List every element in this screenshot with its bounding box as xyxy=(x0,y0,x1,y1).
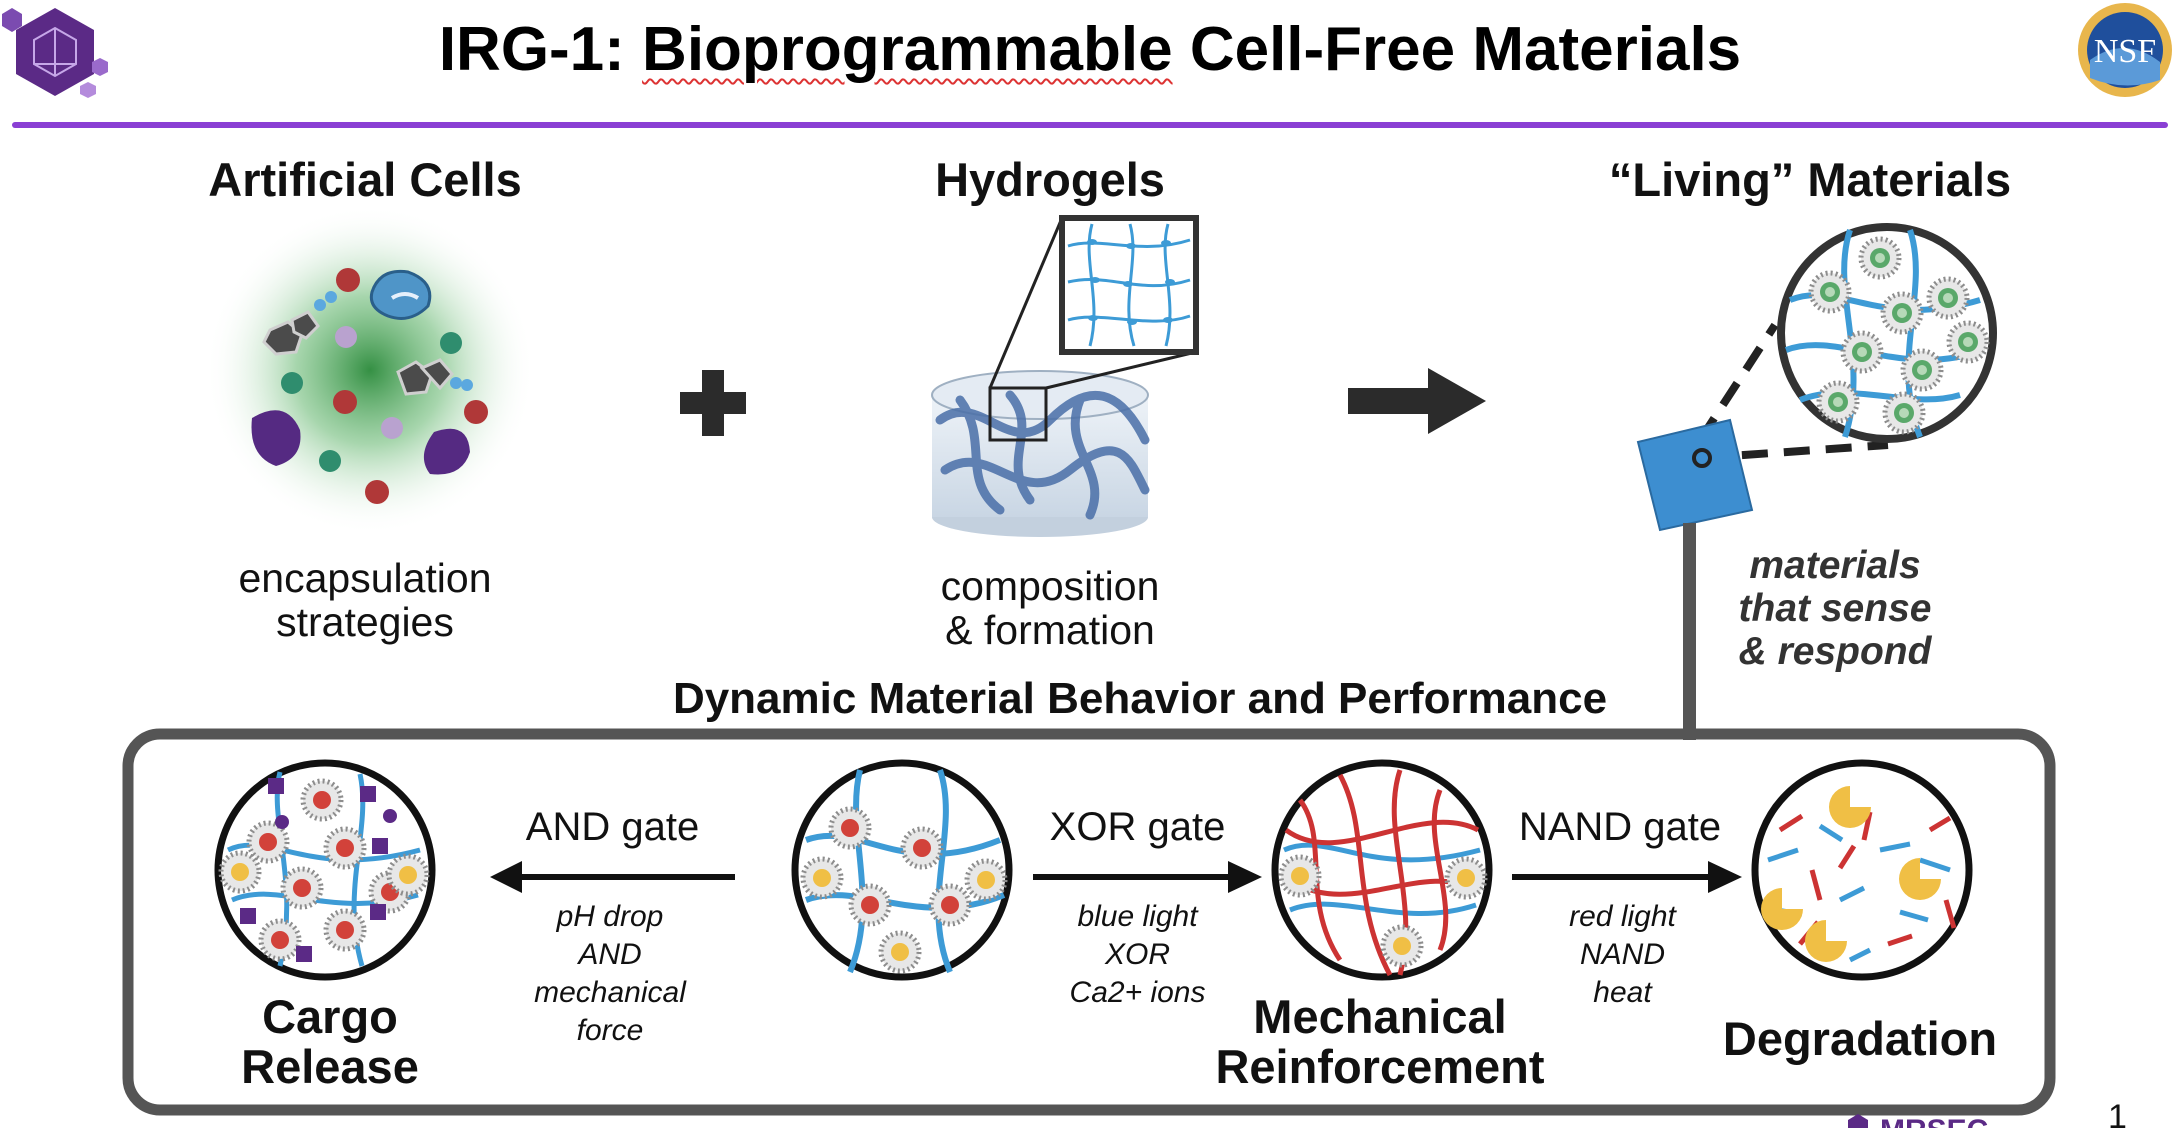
degradation-illustration xyxy=(1751,759,1973,981)
outcome-line: Mechanical xyxy=(1253,990,1507,1043)
cargo-release-label: Cargo Release xyxy=(190,992,470,1092)
living-material-illustration xyxy=(1636,223,1997,728)
and-gate-label: AND gate xyxy=(525,805,700,849)
nand-gate-conditions: red light NAND heat xyxy=(1510,898,1735,1012)
mechanical-reinforcement-illustration xyxy=(1271,759,1493,981)
caption-line: composition xyxy=(940,563,1160,609)
caption-line: that sense xyxy=(1738,587,1932,630)
svg-text:MRSEC: MRSEC xyxy=(1880,1114,1988,1128)
condition-line: heat xyxy=(1593,976,1652,1009)
condition-line: AND xyxy=(578,938,642,971)
right-arrow-icon xyxy=(1348,368,1486,434)
caption-line: materials xyxy=(1749,544,1921,587)
condition-line: force xyxy=(576,1014,644,1047)
caption-line: & respond xyxy=(1738,630,1932,673)
caption-line: & formation xyxy=(945,607,1155,653)
caption-line: encapsulation xyxy=(238,555,492,601)
living-materials-caption: materials that sense & respond xyxy=(1700,544,1970,673)
xor-gate-label: XOR gate xyxy=(1049,805,1226,849)
condition-line: pH drop xyxy=(556,900,664,933)
artificial-cell-illustration xyxy=(205,205,535,535)
hydrogel-illustration xyxy=(931,215,1199,537)
behavior-panel-title: Dynamic Material Behavior and Performanc… xyxy=(672,674,1608,723)
outcome-line: Cargo xyxy=(262,990,398,1043)
nsf-logo: NSF xyxy=(2078,3,2172,97)
xor-gate-arrow xyxy=(1033,861,1262,893)
nand-gate-arrow xyxy=(1512,861,1742,893)
svg-text:NSF: NSF xyxy=(2094,33,2156,70)
title-divider xyxy=(12,122,2168,128)
condition-line: mechanical xyxy=(534,976,686,1009)
cargo-release-illustration xyxy=(214,759,436,981)
living-materials-heading: “Living” Materials xyxy=(1608,153,2012,206)
mechanical-reinforcement-label: Mechanical Reinforcement xyxy=(1180,992,1580,1092)
title-suffix: Cell-Free Materials xyxy=(1172,15,1742,84)
and-gate-arrow xyxy=(490,861,735,893)
page-title: IRG-1: Bioprogrammable Cell-Free Materia… xyxy=(0,14,2180,85)
degradation-label: Degradation xyxy=(1722,1012,1998,1065)
mrsec-footer-logo: MRSEC xyxy=(1848,1114,1988,1128)
hydrogels-heading: Hydrogels xyxy=(935,153,1165,206)
behavior-panel xyxy=(122,728,2056,1116)
and-gate-conditions: pH drop AND mechanical force xyxy=(500,898,720,1050)
condition-line: blue light xyxy=(1077,900,1198,933)
nand-gate-label: NAND gate xyxy=(1518,805,1722,849)
base-material-illustration xyxy=(791,759,1013,981)
caption-line: strategies xyxy=(276,599,454,645)
outcome-line: Reinforcement xyxy=(1215,1040,1545,1093)
xor-gate-conditions: blue light XOR Ca2+ ions xyxy=(1025,898,1250,1012)
outcome-line: Release xyxy=(241,1040,419,1093)
condition-line: NAND xyxy=(1579,938,1665,971)
condition-line: Ca2+ ions xyxy=(1069,976,1206,1009)
hydrogels-caption: composition & formation xyxy=(840,564,1260,652)
title-underlined-word: Bioprogrammable xyxy=(642,15,1173,84)
condition-line: red light xyxy=(1569,900,1676,933)
condition-line: XOR xyxy=(1104,938,1170,971)
artificial-cells-heading: Artificial Cells xyxy=(208,153,522,206)
plus-icon xyxy=(680,370,746,436)
hexagon-logo xyxy=(2,8,108,98)
title-prefix: IRG-1: xyxy=(438,15,643,84)
artificial-cells-caption: encapsulation strategies xyxy=(160,556,570,644)
page-number: 1 xyxy=(2108,1098,2127,1136)
